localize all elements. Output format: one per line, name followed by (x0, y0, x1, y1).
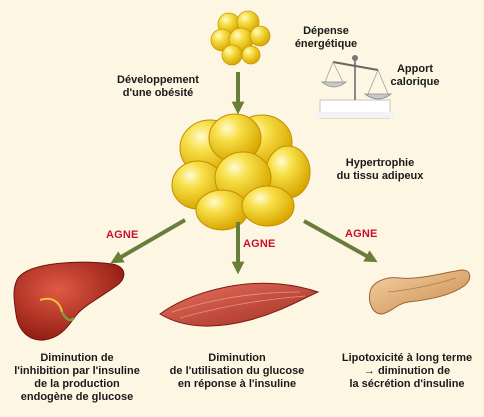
agne-label-right: AGNE (345, 228, 378, 240)
depense-line-1: Dépense (303, 25, 349, 37)
apport-line-1: Apport (396, 63, 434, 75)
small-fat-cells-icon (210, 10, 271, 66)
pancreas-icon (369, 269, 471, 315)
obesite-line-1: Développement (117, 74, 199, 86)
agne-label-left: AGNE (106, 229, 139, 241)
apport-label: Apport calorique (375, 63, 455, 89)
pancreas-line-3: la sécrétion d'insuline (349, 378, 465, 390)
muscle-line-2: de l'utilisation du glucose (169, 365, 305, 377)
arrow-to-pancreas (303, 219, 378, 263)
foie-line-4: endogène de glucose (20, 391, 134, 403)
liver-icon (13, 261, 125, 341)
scale-balance-icon (316, 55, 394, 119)
hypertrophie-label: Hypertrophie du tissu adipeux (320, 157, 440, 183)
hypertrophie-line-2: du tissu adipeux (336, 170, 424, 182)
hypertrophie-line-1: Hypertrophie (345, 157, 415, 169)
obesite-label: Développement d'une obésité (108, 74, 208, 100)
apport-line-2: calorique (390, 76, 440, 88)
foie-caption: Diminution de l'inhibition par l'insulin… (2, 352, 152, 404)
muscle-line-1: Diminution (208, 352, 266, 364)
pancreas-line-2: → diminution de (363, 365, 451, 377)
foie-line-3: de la production (34, 378, 120, 390)
foie-line-1: Diminution de (40, 352, 114, 364)
large-fat-cells-icon (171, 113, 311, 231)
pancreas-line-1: Lipotoxicité à long terme (341, 352, 473, 364)
muscle-line-3: en réponse à l'insuline (177, 378, 297, 390)
muscle-icon (159, 282, 320, 327)
obesite-line-2: d'une obésité (122, 87, 194, 99)
pancreas-caption: Lipotoxicité à long terme → diminution d… (332, 352, 482, 391)
foie-line-2: l'inhibition par l'insuline (14, 365, 140, 377)
depense-line-2: énergétique (294, 38, 358, 50)
agne-label-center: AGNE (243, 238, 276, 250)
depense-label: Dépense énergétique (276, 25, 376, 51)
muscle-caption: Diminution de l'utilisation du glucose e… (162, 352, 312, 391)
arrow-to-liver (110, 218, 187, 264)
